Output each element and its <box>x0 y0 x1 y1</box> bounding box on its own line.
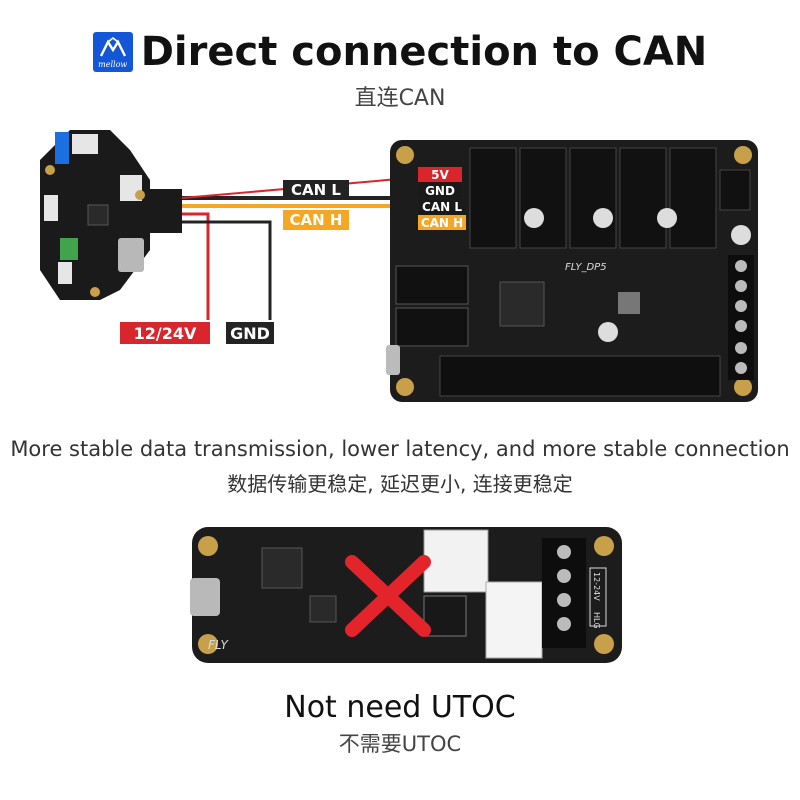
can-h-label: CAN H <box>283 210 349 230</box>
utoc-adapter-board <box>190 527 622 663</box>
can-l-label: CAN L <box>283 180 349 200</box>
not-need-utoc-en: Not need UTOC <box>0 690 800 725</box>
board-can-h-label: CAN H <box>418 215 466 230</box>
can-connector <box>148 189 182 233</box>
toolhead-board <box>40 130 150 300</box>
hlg-silk: HLG <box>592 612 601 629</box>
board-name-silk: FLY_DP5 <box>565 262 607 273</box>
benefit-text-zh: 数据传输更稳定, 延迟更小, 连接更稳定 <box>0 468 800 497</box>
power-label: 12/24V <box>120 322 210 344</box>
benefit-text-en: More stable data transmission, lower lat… <box>0 437 800 461</box>
board-can-l-label: CAN L <box>418 199 466 214</box>
voltage-silk: 12-24V <box>592 572 601 601</box>
board-5v-label: 5V <box>418 167 462 182</box>
fly-silk: FLY <box>208 638 228 652</box>
board-gnd-label: GND <box>418 183 462 198</box>
not-need-utoc-zh: 不需要UTOC <box>0 728 800 758</box>
gnd-label: GND <box>226 322 274 344</box>
